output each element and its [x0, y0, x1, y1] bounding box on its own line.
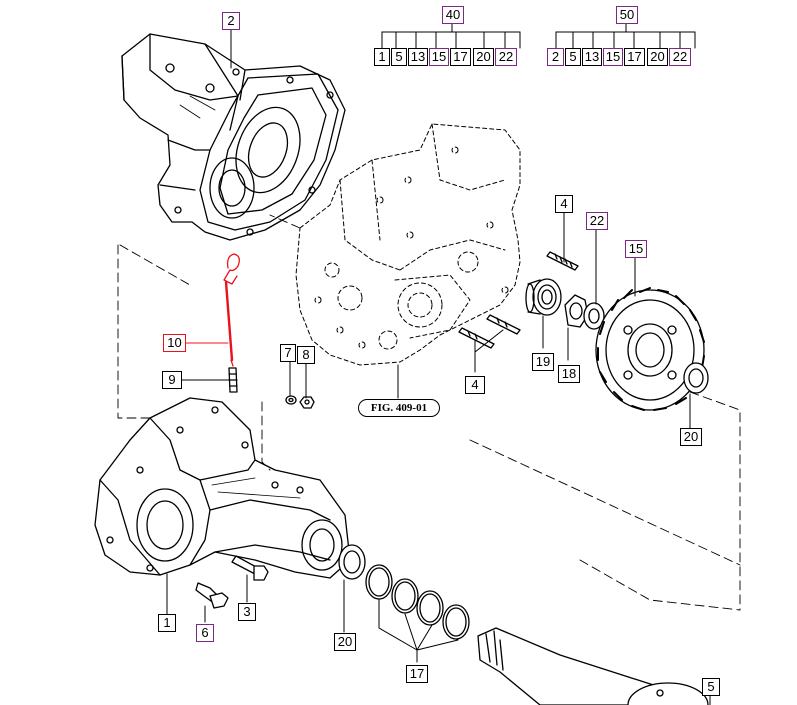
callout-17-o-rings[interactable]: 17 — [406, 665, 428, 683]
callout-10-dipstick[interactable]: 10 — [163, 334, 186, 352]
oil-seal-20-upper[interactable] — [683, 362, 709, 394]
callout-8-nut[interactable]: 8 — [297, 346, 315, 364]
kit-50-number[interactable]: 50 — [616, 6, 638, 24]
kit-40-item-1[interactable]: 1 — [374, 48, 390, 66]
callout-7-washer[interactable]: 7 — [280, 344, 296, 362]
kit-40-item-5[interactable]: 5 — [391, 48, 407, 66]
callout-4-stud[interactable]: 4 — [555, 195, 573, 213]
kit-50-item-20[interactable]: 20 — [647, 48, 668, 66]
callout-3-bolt[interactable]: 3 — [238, 603, 256, 621]
kit-50-item-17[interactable]: 17 — [624, 48, 645, 66]
upper-transmission-case[interactable] — [121, 33, 346, 241]
kit-40-items: 1 5 13 15 17 20 22 — [374, 48, 519, 66]
gear-15[interactable] — [595, 287, 705, 411]
kit-40-number[interactable]: 40 — [442, 6, 464, 24]
bolt-3[interactable] — [231, 555, 269, 581]
bearing-19[interactable] — [525, 278, 562, 316]
oil-seal-20-lower[interactable] — [338, 544, 366, 580]
callout-2-upper-case[interactable]: 2 — [222, 12, 240, 30]
kit-50-item-13[interactable]: 13 — [582, 48, 602, 66]
callout-4-studs-lower[interactable]: 4 — [465, 376, 485, 394]
lower-transmission-case-1[interactable] — [94, 397, 351, 579]
callout-9-tube[interactable]: 9 — [162, 371, 182, 389]
kit-50-item-2[interactable]: 2 — [547, 48, 564, 66]
callout-20-seal-upper[interactable]: 20 — [680, 428, 702, 446]
kit-50-item-22[interactable]: 22 — [669, 48, 691, 66]
dipstick-10[interactable] — [223, 253, 240, 367]
callout-18-lock-washer[interactable]: 18 — [558, 365, 580, 383]
kit-40-item-22[interactable]: 22 — [495, 48, 517, 66]
kit-40-item-13[interactable]: 13 — [408, 48, 428, 66]
nut-8[interactable] — [299, 396, 315, 409]
kit-40-bracket — [381, 23, 521, 49]
kit-40-item-15[interactable]: 15 — [429, 48, 449, 66]
center-housing-reference[interactable] — [295, 123, 521, 366]
callout-1-lower-case[interactable]: 1 — [158, 614, 176, 632]
callout-19-bearing[interactable]: 19 — [532, 353, 554, 371]
stud-upper[interactable] — [546, 251, 579, 271]
thrust-washer-22[interactable] — [583, 302, 605, 330]
kit-50-bracket — [555, 23, 696, 49]
o-rings-17[interactable] — [365, 564, 470, 640]
callout-5-axle[interactable]: 5 — [702, 678, 720, 696]
kit-40-item-17[interactable]: 17 — [450, 48, 471, 66]
kit-40-item-20[interactable]: 20 — [473, 48, 494, 66]
bolt-6[interactable] — [195, 582, 229, 609]
tube-9[interactable] — [228, 367, 238, 393]
kit-50-item-15[interactable]: 15 — [603, 48, 623, 66]
washer-7[interactable] — [285, 395, 297, 405]
assembly-guide-lines — [117, 214, 741, 611]
callout-22-washer[interactable]: 22 — [586, 212, 608, 230]
axle-shaft-5[interactable] — [477, 627, 709, 705]
callout-15-gear[interactable]: 15 — [625, 240, 647, 258]
kit-50-item-5[interactable]: 5 — [565, 48, 581, 66]
callout-20-seal-lower[interactable]: 20 — [334, 633, 356, 651]
leader-lines — [166, 27, 711, 705]
kit-50-items: 2 5 13 15 17 20 22 — [547, 48, 692, 66]
studs-lower[interactable] — [458, 314, 521, 349]
callout-6-bolt[interactable]: 6 — [196, 624, 214, 642]
figure-reference-link[interactable]: FIG. 409-01 — [358, 399, 440, 417]
